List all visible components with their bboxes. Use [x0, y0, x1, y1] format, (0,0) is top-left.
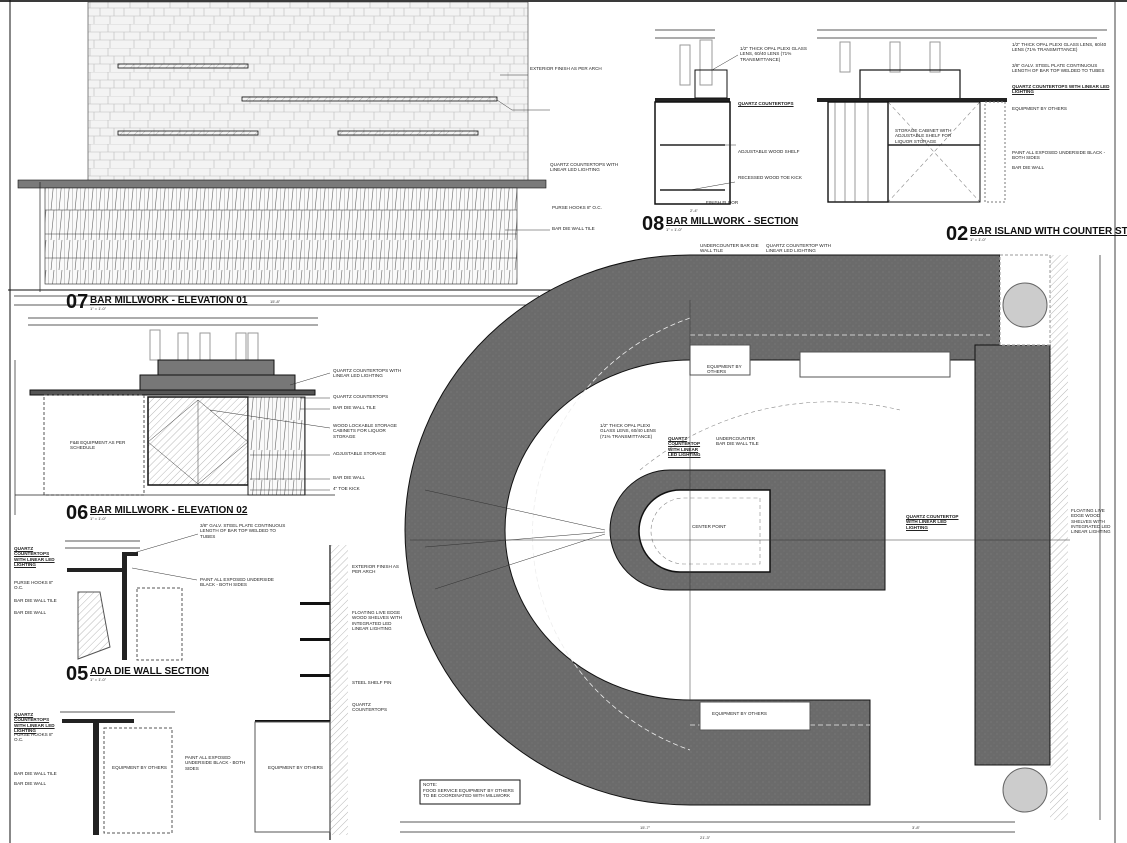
detail-title-08: BAR MILLWORK - SECTION: [666, 216, 798, 227]
detail-title-02: BAR ISLAND WITH COUNTER STEPS: [970, 226, 1127, 237]
dim-elev-overall: 15'-8": [270, 299, 281, 304]
detail-title-07: BAR MILLWORK - ELEVATION 01: [90, 295, 248, 306]
detail-number-02: 02: [946, 223, 968, 245]
detail-number-06: 06: [66, 502, 88, 524]
bar-floor-plan: 15'-7" 21'-3" 3'-8" 15'-8" 2'-4": [270, 208, 1101, 840]
detail-scale-02: 1" = 1'-0": [970, 237, 987, 242]
detail-scale-08: 1" = 1'-0": [666, 227, 683, 232]
dim-opening: 3'-8": [912, 825, 921, 830]
detail-title-06: BAR MILLWORK - ELEVATION 02: [90, 505, 248, 516]
detail-scale-06: 1" = 1'-0": [90, 516, 107, 521]
elevation-02: [14, 317, 335, 515]
detail-scale-07: 1" = 1'-0": [90, 306, 107, 311]
dim-plan-overall: 21'-3": [700, 835, 711, 840]
detail-number-07: 07: [66, 291, 88, 313]
detail-scale-05: 1" = 1'-0": [90, 677, 107, 682]
ada-die-wall-section: [65, 533, 199, 661]
dim-section-width: 2'-4": [690, 208, 699, 213]
bar-counter-section: [60, 711, 175, 835]
bar-millwork-section: [654, 29, 739, 205]
top-bar: [0, 0, 1127, 2]
bar-island-section: [817, 29, 1107, 203]
elevation-01: [14, 1, 550, 306]
detail-title-05: ADA DIE WALL SECTION: [90, 666, 209, 677]
floating-shelf-section: [254, 545, 348, 840]
detail-number-05: 05: [66, 663, 88, 685]
dim-plan-sub: 15'-7": [640, 825, 651, 830]
detail-number-08: 08: [642, 213, 664, 235]
